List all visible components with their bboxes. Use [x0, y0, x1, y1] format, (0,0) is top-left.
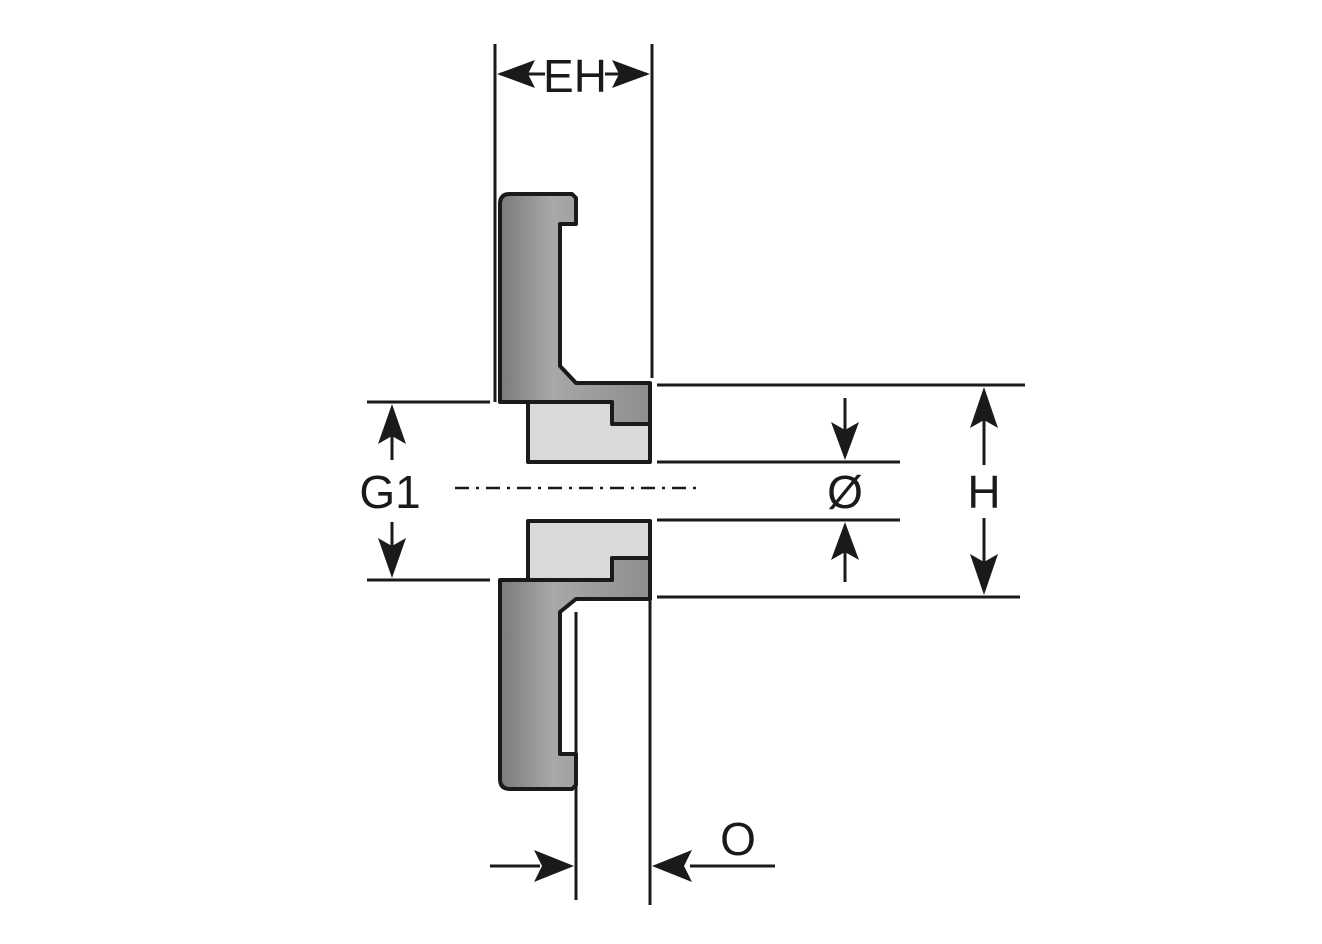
g1-arrow-bottom	[378, 538, 406, 578]
eh-label: EH	[543, 50, 607, 102]
h-arrow-bottom	[970, 554, 998, 595]
o-label: O	[720, 813, 756, 865]
g1-arrow-top	[378, 404, 406, 444]
diameter-label: Ø	[827, 466, 863, 518]
o-arrow-left	[534, 850, 574, 882]
diameter-arrow-bottom	[831, 522, 859, 560]
lower-flange	[498, 556, 652, 791]
g1-label: G1	[359, 466, 420, 518]
eh-arrow-left	[497, 60, 535, 88]
upper-flange	[498, 192, 652, 426]
diameter-arrow-top	[831, 422, 859, 460]
eh-arrow-right	[612, 60, 650, 88]
h-arrow-top	[970, 387, 998, 428]
h-label: H	[967, 466, 1000, 518]
lower-insert	[526, 519, 652, 582]
o-arrow-right	[652, 850, 692, 882]
upper-insert	[526, 400, 652, 464]
